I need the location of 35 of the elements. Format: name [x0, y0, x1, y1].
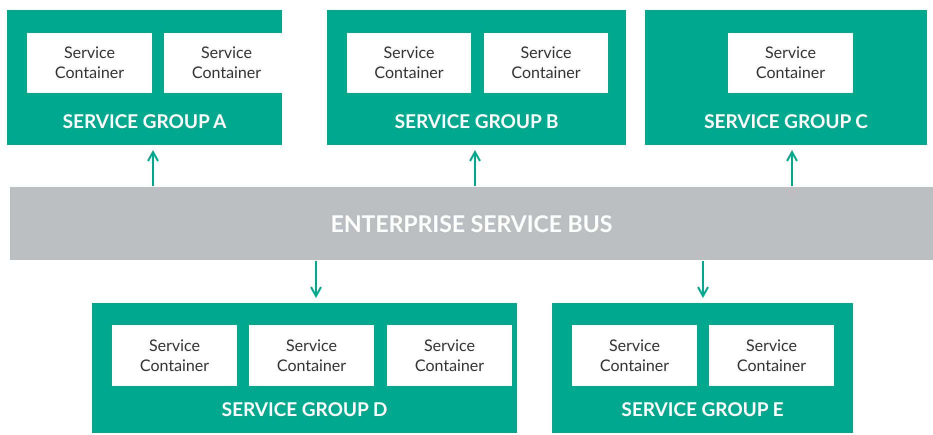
service-container-box	[709, 325, 834, 386]
container-label: Service Container	[754, 43, 826, 83]
group-title: SERVICE GROUP A	[62, 110, 228, 133]
container-label: Service Container	[510, 43, 582, 83]
group-title: SERVICE GROUP E	[620, 398, 785, 421]
service-group-panel	[552, 303, 853, 433]
group-title: SERVICE GROUP C	[703, 110, 869, 133]
arrow	[310, 261, 322, 297]
container-label: Service Container	[276, 336, 348, 376]
arrow	[147, 151, 159, 186]
container-label: Service Container	[54, 43, 126, 83]
container-label: Service Container	[138, 336, 210, 376]
service-container-box	[387, 325, 512, 386]
group-title: SERVICE GROUP D	[220, 398, 388, 421]
group-title: SERVICE GROUP B	[394, 110, 560, 133]
arrow	[469, 151, 481, 186]
service-container-box	[112, 325, 237, 386]
bus-label: ENTERPRISE SERVICE BUS	[330, 209, 614, 237]
service-group-panel	[327, 10, 626, 145]
service-group-panel	[92, 303, 517, 433]
service-container-box	[484, 33, 608, 93]
container-label: Service Container	[736, 336, 808, 376]
service-container-box	[27, 33, 152, 93]
arrow	[786, 151, 798, 186]
arrow	[697, 261, 709, 297]
service-group-panel	[645, 10, 927, 145]
container-label: Service Container	[414, 336, 486, 376]
container-label: Service Container	[190, 43, 262, 83]
container-label: Service Container	[598, 336, 670, 376]
service-container-box	[572, 325, 697, 386]
service-bus-band	[10, 187, 933, 260]
service-container-box	[249, 325, 374, 386]
service-container-box	[347, 33, 471, 93]
container-label: Service Container	[373, 43, 445, 83]
service-container-box	[728, 33, 853, 93]
